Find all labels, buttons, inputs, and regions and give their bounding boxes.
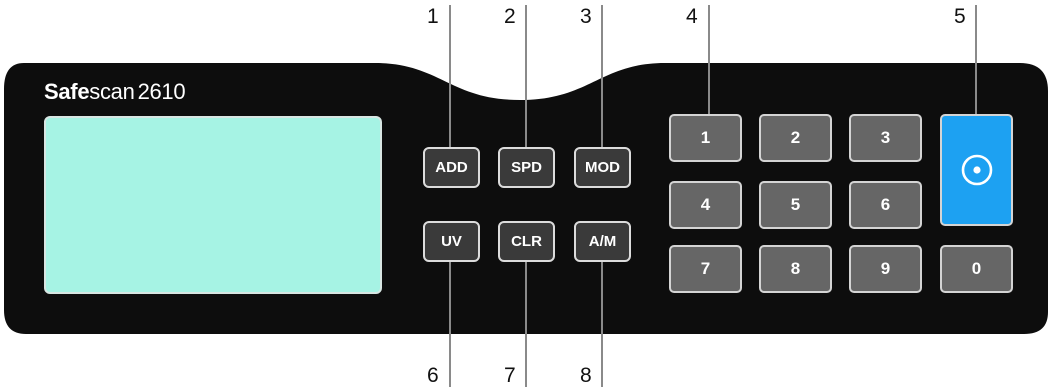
callout-number-7: 7	[504, 364, 516, 387]
key-4[interactable]: 4	[669, 181, 742, 229]
callout-number-5: 5	[954, 5, 966, 28]
key-8[interactable]: 8	[759, 245, 832, 293]
key-2[interactable]: 2	[759, 114, 832, 162]
brand-name-light: scan	[89, 79, 135, 104]
callout-number-6: 6	[427, 364, 439, 387]
callout-number-3: 3	[580, 5, 592, 28]
callout-number-4: 4	[686, 5, 698, 28]
brand-model: 2610	[137, 79, 186, 104]
am-button[interactable]: A/M	[574, 221, 631, 262]
add-button[interactable]: ADD	[423, 147, 480, 188]
start-button[interactable]	[940, 114, 1013, 226]
key-3[interactable]: 3	[849, 114, 922, 162]
spd-button[interactable]: SPD	[498, 147, 555, 188]
clr-button[interactable]: CLR	[498, 221, 555, 262]
mod-button[interactable]: MOD	[574, 147, 631, 188]
callout-number-1: 1	[427, 5, 439, 28]
key-1[interactable]: 1	[669, 114, 742, 162]
key-0[interactable]: 0	[940, 245, 1013, 293]
key-9[interactable]: 9	[849, 245, 922, 293]
brand-name-bold: Safe	[44, 79, 90, 104]
callout-number-8: 8	[580, 364, 592, 387]
key-6[interactable]: 6	[849, 181, 922, 229]
lcd-display	[44, 116, 382, 294]
key-5[interactable]: 5	[759, 181, 832, 229]
key-7[interactable]: 7	[669, 245, 742, 293]
start-circle-icon	[961, 154, 992, 186]
uv-button[interactable]: UV	[423, 221, 480, 262]
callout-number-2: 2	[504, 5, 516, 28]
